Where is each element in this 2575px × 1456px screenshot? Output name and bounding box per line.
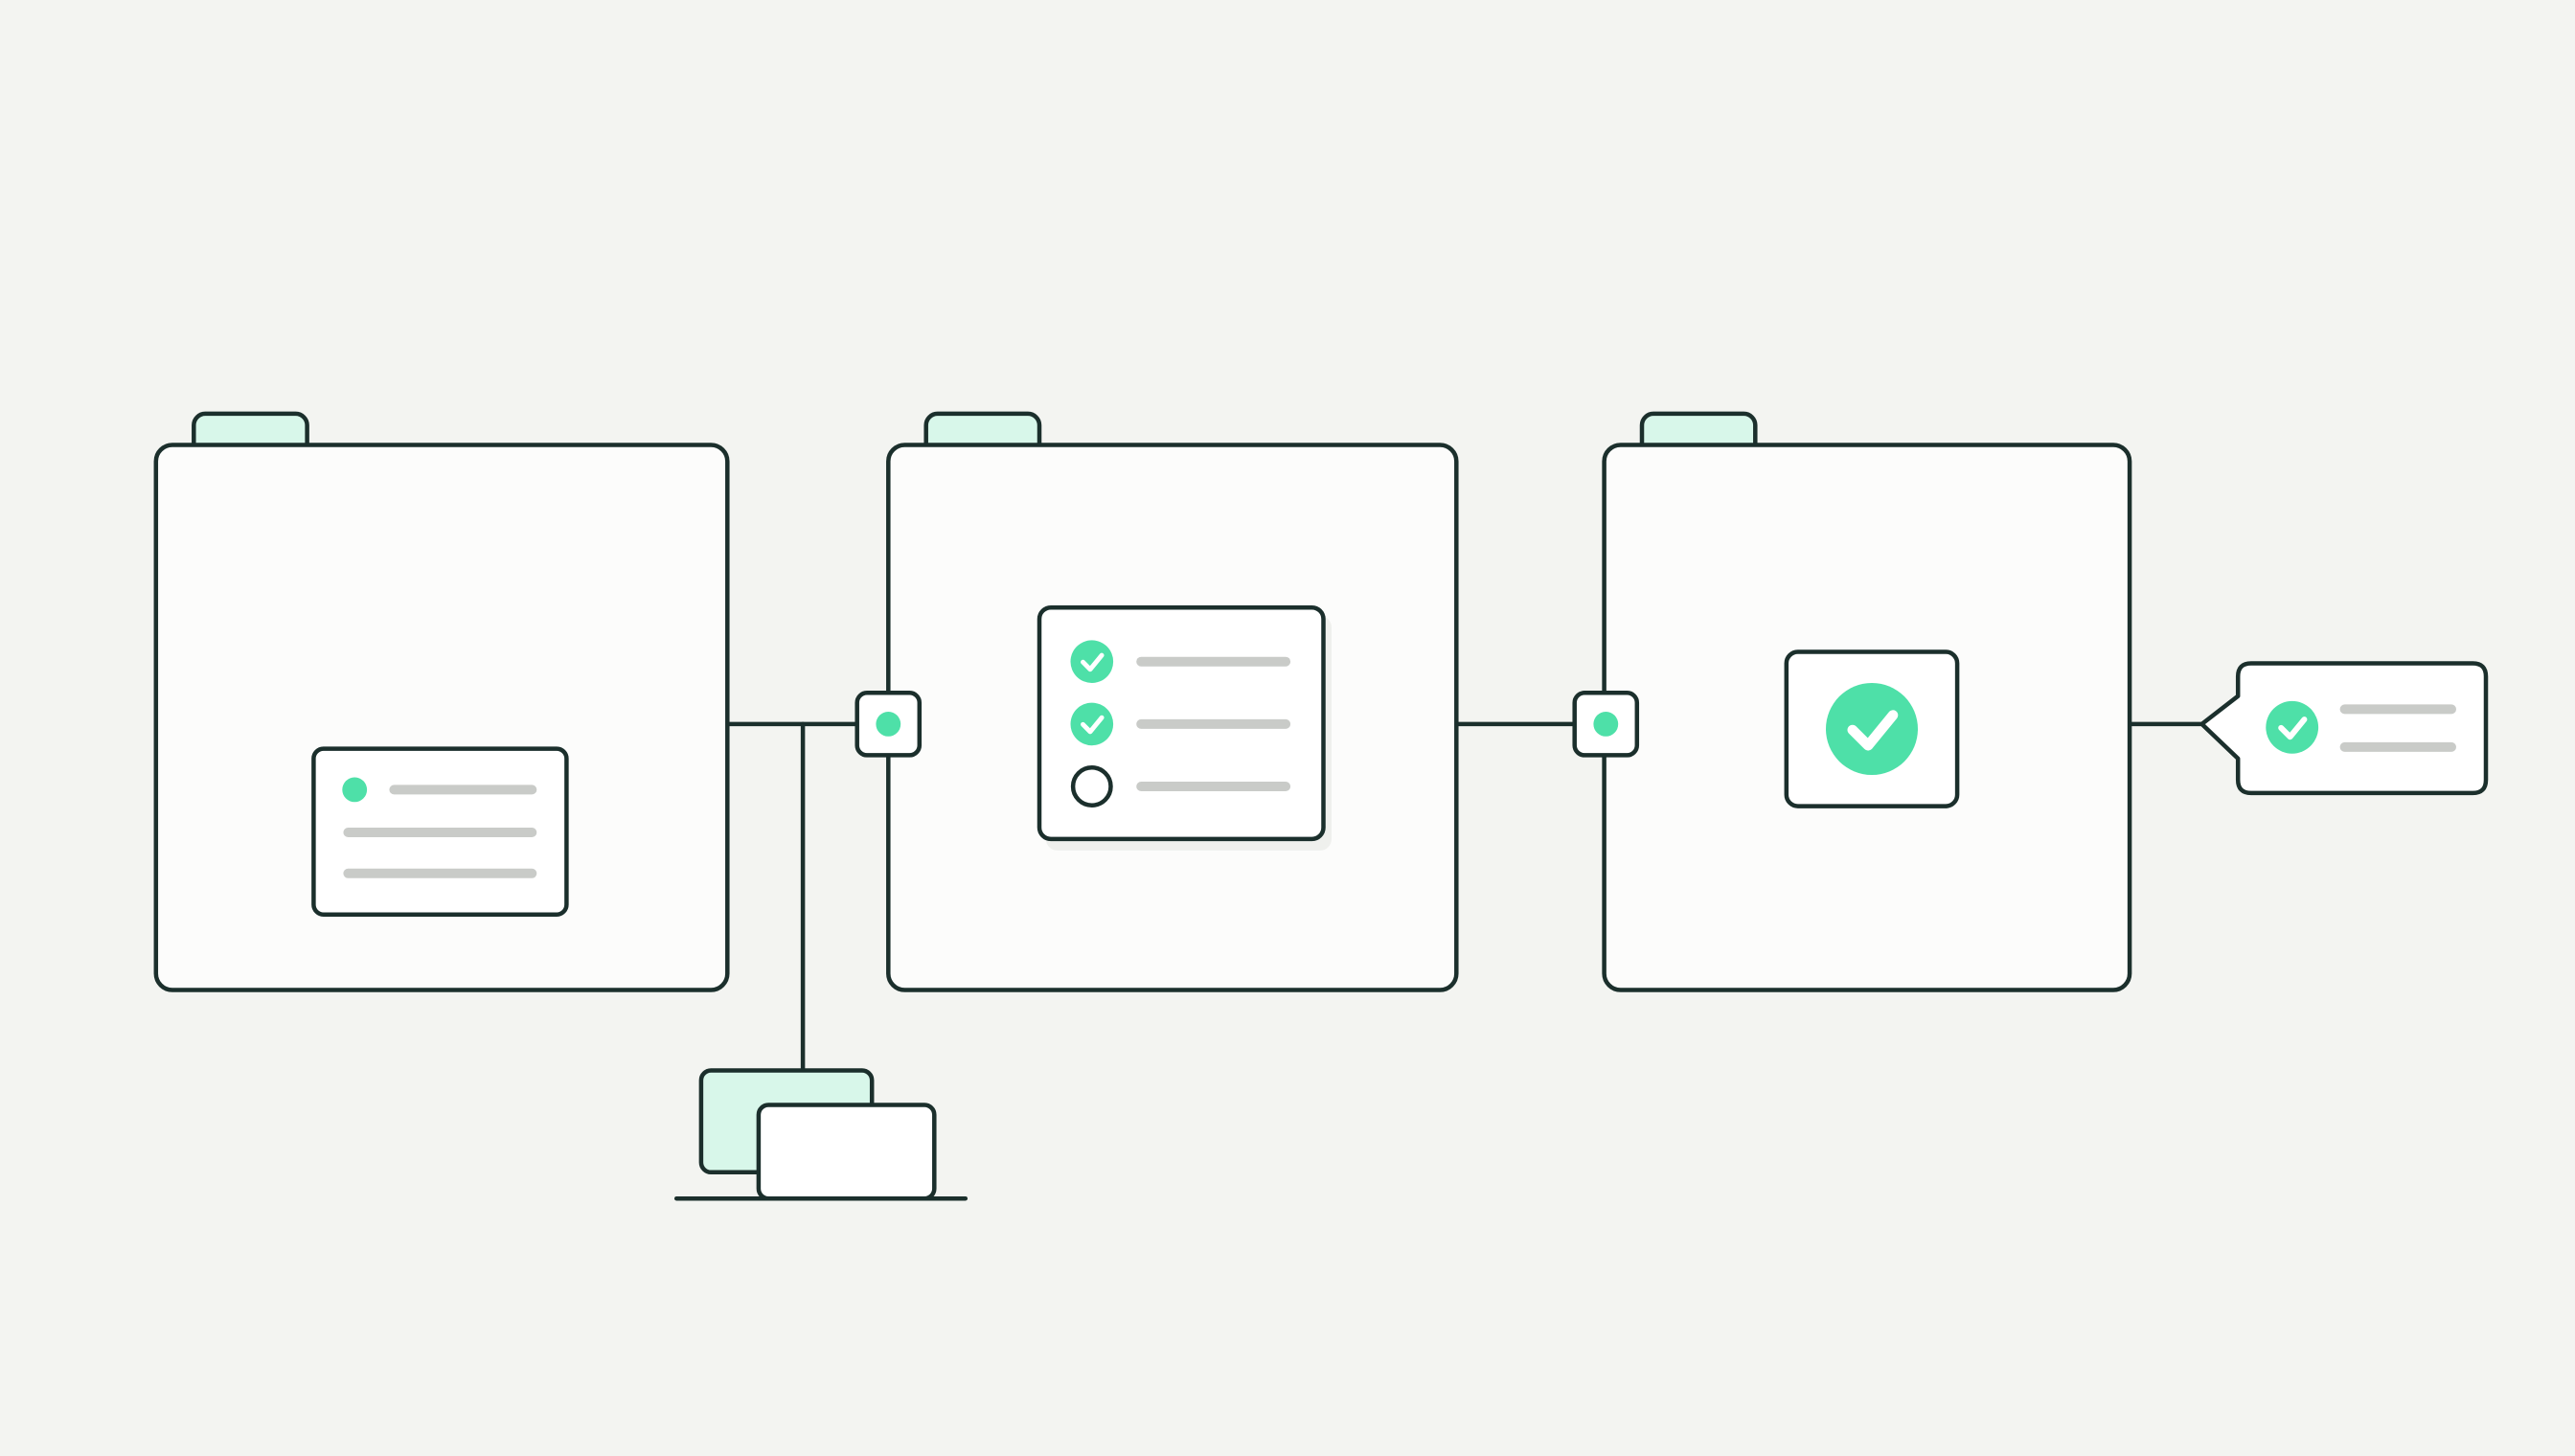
check-mark — [1847, 710, 1899, 751]
check-circle-icon — [1070, 640, 1114, 683]
check-mark — [2278, 717, 2308, 740]
status-dot-icon — [342, 777, 368, 803]
check-mark — [1081, 652, 1105, 672]
check-circle-fill — [1826, 683, 1918, 775]
stacked-documents — [698, 1068, 937, 1201]
stacked-document-front — [756, 1103, 937, 1201]
empty-circle-icon — [1070, 765, 1113, 808]
check-circle-fill — [1070, 640, 1114, 683]
checklist-card — [1037, 604, 1332, 851]
dot-node-1 — [855, 691, 923, 758]
check-circle-fill — [1070, 702, 1114, 746]
check-circle-icon — [1070, 702, 1114, 746]
dot-node-2 — [1572, 691, 1640, 758]
result-callout — [2199, 661, 2489, 796]
status-dot-icon — [1593, 712, 1619, 737]
check-circle-icon — [2266, 700, 2319, 754]
panels-layer — [153, 411, 2132, 992]
extras-layer — [698, 661, 2489, 1201]
stage-frame-1 — [153, 443, 730, 992]
status-dot-icon — [876, 712, 901, 737]
stage-panel-1 — [153, 411, 730, 992]
check-circle-fill — [2266, 700, 2319, 754]
draft-card — [311, 746, 569, 917]
check-mark — [1081, 715, 1105, 735]
result-callout-frame — [2199, 661, 2489, 796]
approved-card — [1784, 649, 1960, 808]
large-check-badge-icon — [1826, 683, 1918, 775]
